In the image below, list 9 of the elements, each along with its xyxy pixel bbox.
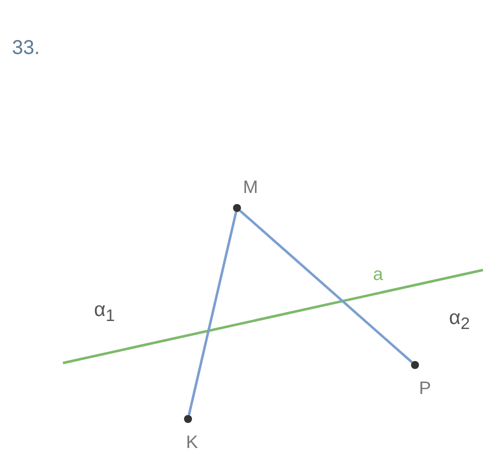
- point-label: K: [186, 433, 198, 451]
- half-plane-label: α$_{2}$: [449, 308, 470, 333]
- point-label: P: [419, 379, 432, 397]
- line-segment: [239, 210, 413, 364]
- line-segment: [188, 212, 238, 416]
- half-plane-label: α$_{1}$: [94, 300, 115, 325]
- point-label: M: [243, 178, 258, 196]
- problem-number: 33.: [12, 38, 40, 58]
- line-label: a: [373, 265, 384, 283]
